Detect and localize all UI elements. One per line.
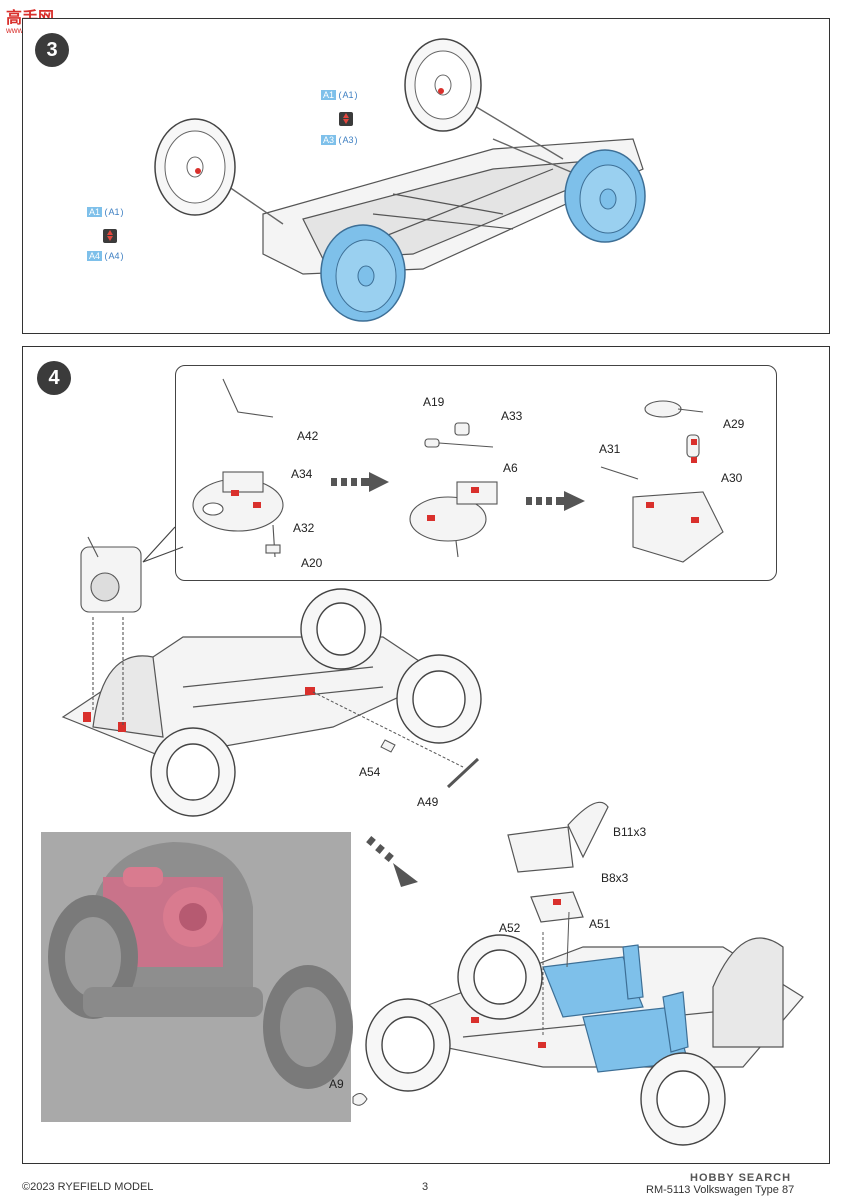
step3-badge: 3 bbox=[35, 33, 69, 67]
step3-panel: 3 bbox=[22, 18, 830, 334]
wheel-final-front-right bbox=[640, 1052, 726, 1146]
step4-illustration bbox=[41, 378, 804, 1146]
chassis-mid-view bbox=[61, 636, 445, 758]
page-number: 3 bbox=[422, 1181, 429, 1193]
part-label-a30: A30 bbox=[721, 471, 743, 485]
part-tag-a3: A3 (A3) bbox=[321, 135, 358, 145]
part-label-a33: A33 bbox=[501, 409, 523, 423]
direction-arrow bbox=[366, 836, 418, 887]
source-logo: HOBBY SEARCH bbox=[690, 1172, 792, 1184]
product-title: RM-5113 Volkswagen Type 87 bbox=[646, 1184, 795, 1196]
part-label-b11: B11x3 bbox=[613, 825, 647, 839]
part-label-b8: B8x3 bbox=[601, 871, 629, 885]
part-label-a29: A29 bbox=[723, 417, 745, 431]
seat-bracket-b8 bbox=[530, 891, 584, 923]
wheel-detached-left bbox=[154, 118, 236, 216]
swap-icon bbox=[339, 112, 353, 126]
wheel-mounted-front bbox=[320, 224, 406, 322]
heater-assembly-mounted bbox=[80, 536, 142, 727]
part-label-a34: A34 bbox=[291, 467, 313, 481]
wheel-detached-top bbox=[404, 38, 482, 132]
seat-part-b11 bbox=[507, 801, 609, 873]
part-label-a31: A31 bbox=[599, 442, 621, 456]
wheel-mid-rear bbox=[300, 588, 382, 670]
step4-panel: 4 bbox=[22, 346, 830, 1164]
part-label-a20: A20 bbox=[301, 556, 323, 570]
progress-arrow-2 bbox=[526, 491, 585, 511]
heater-assembly-step3 bbox=[600, 400, 724, 563]
part-label-a32: A32 bbox=[293, 521, 315, 535]
part-tag-a1-top: A1 (A1) bbox=[321, 90, 358, 100]
part-tag-a1-left: A1 (A1) bbox=[87, 207, 124, 217]
wheel-mid-front-left bbox=[150, 727, 236, 817]
small-parts-a52-a51-a9 bbox=[352, 911, 570, 1106]
part-label-a42: A42 bbox=[297, 429, 319, 443]
step3-illustration bbox=[154, 38, 646, 322]
wheel-mounted-rear bbox=[564, 149, 646, 243]
part-label-a19: A19 bbox=[423, 395, 445, 409]
swap-icon bbox=[103, 229, 117, 243]
part-label-a51: A51 bbox=[589, 917, 611, 931]
progress-arrow-1 bbox=[331, 472, 389, 492]
wheel-final-rear bbox=[457, 934, 543, 1020]
wheel-mid-front-right bbox=[396, 654, 482, 744]
wheel-final-front-left bbox=[365, 998, 451, 1092]
part-label-a54: A54 bbox=[359, 765, 381, 779]
seats-installed bbox=[542, 944, 689, 1073]
small-parts-a54-a49 bbox=[312, 691, 480, 789]
copyright-text: ©2023 RYEFIELD MODEL bbox=[22, 1181, 154, 1193]
part-label-a52: A52 bbox=[499, 921, 521, 935]
part-tag-a4: A4 (A4) bbox=[87, 251, 124, 261]
part-label-a6: A6 bbox=[503, 461, 518, 475]
part-label-a9: A9 bbox=[329, 1077, 344, 1091]
part-label-a49: A49 bbox=[417, 795, 439, 809]
heater-assembly-step1 bbox=[192, 378, 284, 558]
heater-assembly-step2 bbox=[409, 422, 498, 558]
step4-badge: 4 bbox=[37, 361, 71, 395]
reference-photo bbox=[41, 832, 353, 1122]
